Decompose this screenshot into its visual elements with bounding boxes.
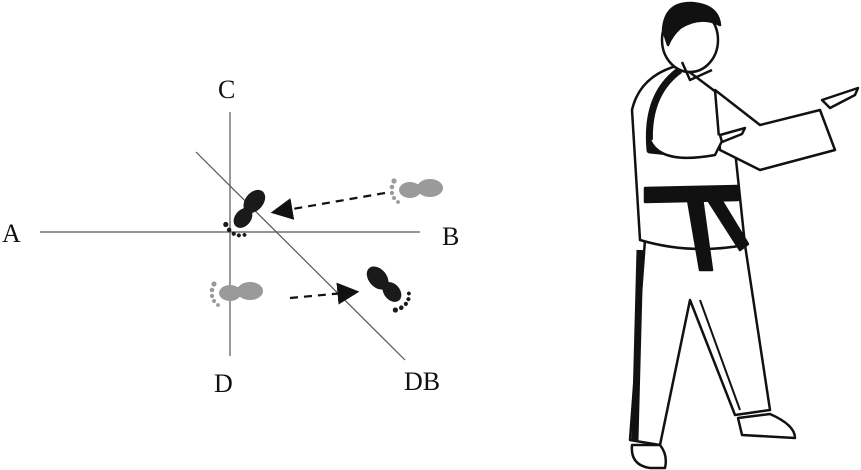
martial-artist-illustration [628,1,860,470]
footprint-light-start-left [209,281,263,307]
label-c: C [218,75,235,104]
footprint-light-start-right [389,178,443,204]
label-b: B [442,222,459,251]
axis-diagonal-db [195,151,406,361]
label-db: DB [404,367,440,396]
movement-arrow-upper [270,191,386,220]
label-a: A [2,219,21,248]
footprint-dark-end-right [361,257,416,316]
label-d: D [214,369,233,398]
footprint-dark-end-left [221,185,275,243]
movement-arrow-lower [289,282,360,305]
